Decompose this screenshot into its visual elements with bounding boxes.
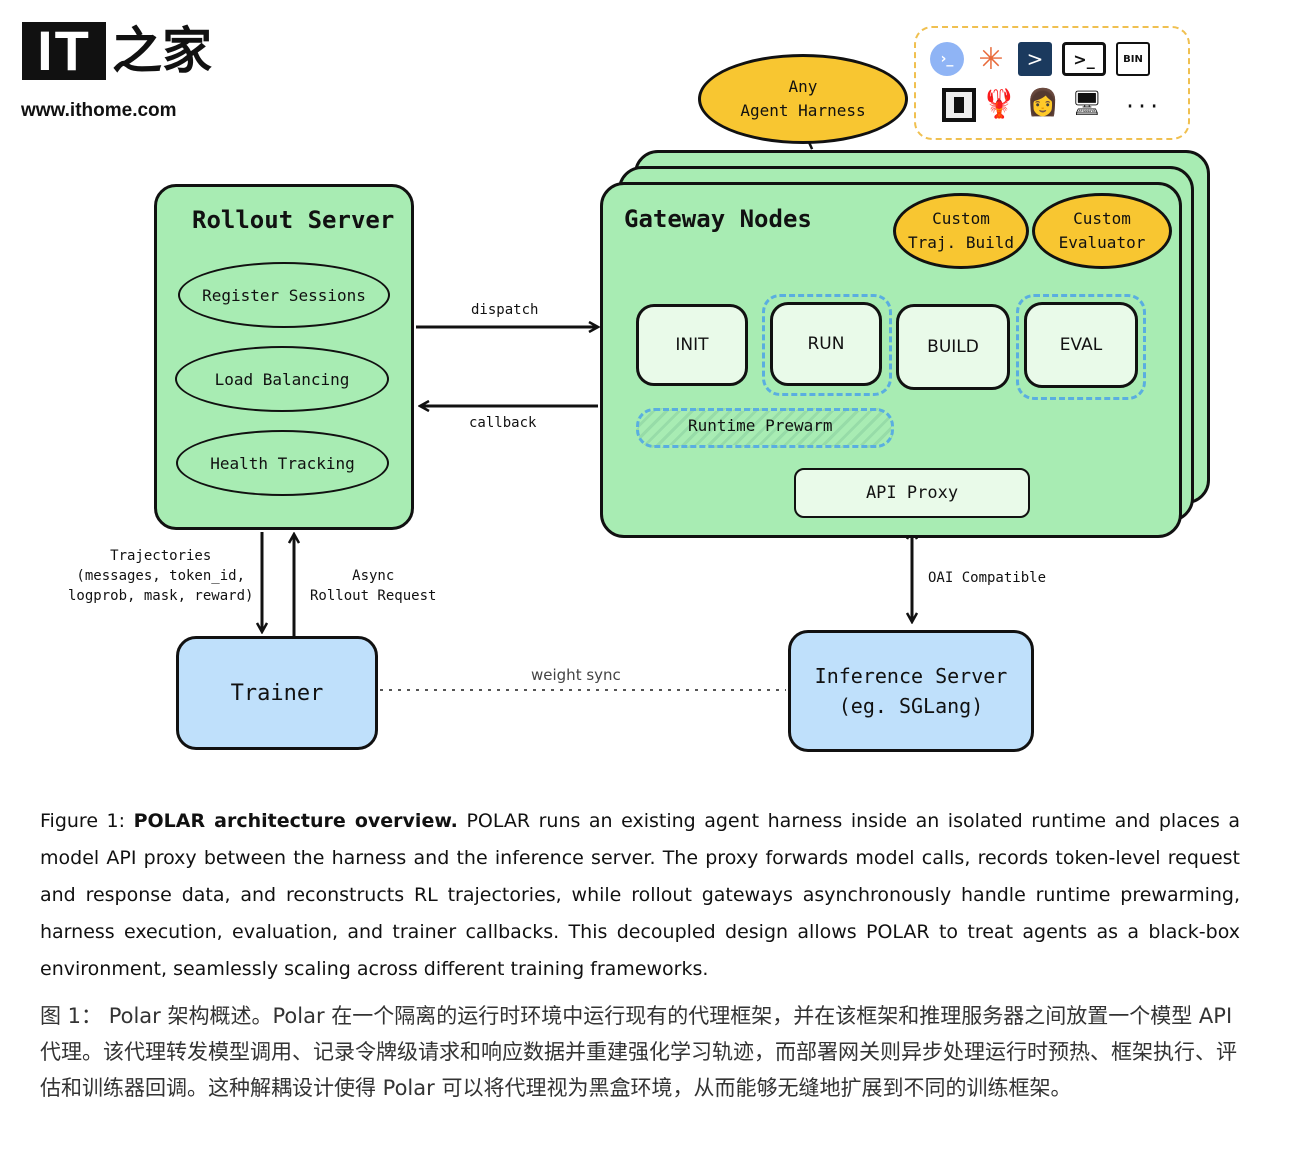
figure-caption-zh: 图 1： Polar 架构概述。Polar 在一个隔离的运行时环境中运行现有的代… [40, 1004, 1237, 1100]
bin-file-icon: BIN [1116, 42, 1150, 76]
harness-icons-panel: ›_ ✳ > >_ BIN 🦞 👩 🖥 ··· [914, 26, 1190, 140]
health-tracking-item: Health Tracking [176, 430, 389, 496]
chevron-terminal-icon: > [1018, 42, 1052, 76]
callback-label: callback [469, 415, 537, 431]
stage-run: RUN [770, 302, 882, 386]
ithome-url: www.ithome.com [21, 100, 177, 121]
ithome-logo: IT [22, 22, 106, 80]
box-icon [942, 88, 976, 122]
stage-eval: EVAL [1024, 302, 1138, 388]
stage-build: BUILD [896, 304, 1010, 390]
cloud-agent-icon: ›_ [930, 42, 964, 76]
custom-traj-build-bubble: Custom Traj. Build [893, 193, 1029, 269]
oai-compatible-label: OAI Compatible [928, 570, 1047, 586]
figure-caption: Figure 1: POLAR architecture overview. P… [40, 803, 1240, 988]
lobster-icon: 🦞 [981, 86, 1017, 120]
async-request-label: Async Rollout Request [310, 568, 437, 604]
inference-server-box: Inference Server (eg. SGLang) [788, 630, 1034, 752]
figure-body: POLAR runs an existing agent harness ins… [40, 810, 1241, 980]
eval-dashed-group [1016, 294, 1146, 400]
weight-sync-label: weight sync [531, 666, 621, 684]
figure-label: Figure 1: [40, 810, 126, 832]
rollout-server-title: Rollout Server [192, 206, 395, 234]
register-sessions-item: Register Sessions [178, 262, 390, 328]
run-dashed-group [762, 294, 892, 396]
stage-init: INIT [636, 304, 748, 386]
portrait-icon: 👩 [1026, 88, 1060, 118]
asterisk-icon: ✳ [978, 41, 1004, 77]
runtime-prewarm-label: Runtime Prewarm [688, 416, 833, 435]
runtime-prewarm-group [636, 408, 894, 448]
figure-title: POLAR architecture overview. [133, 810, 458, 832]
bot-laptop-icon: 🖥 [1071, 89, 1103, 117]
api-proxy-box: API Proxy [794, 468, 1030, 518]
trajectories-label: Trajectories (messages, token_id, logpro… [68, 548, 254, 604]
custom-evaluator-bubble: Custom Evaluator [1032, 193, 1172, 269]
any-agent-harness-bubble: Any Agent Harness [698, 54, 908, 144]
gateway-nodes-title: Gateway Nodes [624, 205, 812, 233]
more-icons-ellipsis: ··· [1124, 94, 1161, 118]
load-balancing-item: Load Balancing [175, 346, 389, 412]
dispatch-label: dispatch [471, 302, 539, 318]
terminal-icon: >_ [1062, 42, 1106, 76]
trainer-box: Trainer [176, 636, 378, 750]
ithome-logo-zh: 之家 [112, 22, 212, 80]
